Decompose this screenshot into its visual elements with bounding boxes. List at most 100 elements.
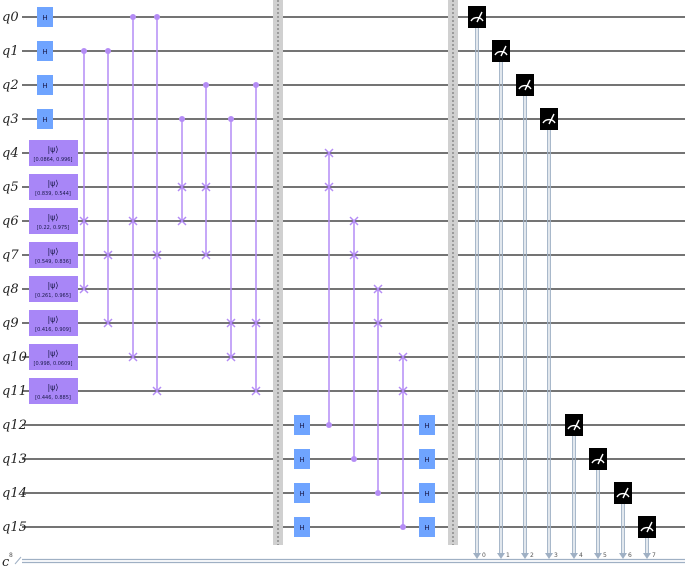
classical-bit-label: 4 [579,552,583,559]
initialize-params: [0.998, 0.0609] [34,361,73,367]
hadamard-gate [419,517,435,537]
hadamard-gate-label: H [424,422,429,430]
hadamard-gate-label: H [299,524,304,532]
qubit-label: q11 [2,384,27,399]
measure-arrow [594,553,602,559]
hadamard-gate [294,517,310,537]
qubit-label: q15 [2,520,27,535]
swap-cross [128,352,138,362]
meter-icon [616,492,630,498]
initialize-gate [29,378,78,404]
hadamard-gate [294,449,310,469]
classical-bit-label: 7 [652,552,656,559]
control-dot [154,14,160,20]
initialize-symbol: |ψ⟩ [47,349,58,358]
qubit-label: q13 [2,452,27,467]
swap-cross [349,216,359,226]
measure-arrow [619,553,627,559]
qubit-label: q6 [2,214,19,229]
control-dot [203,82,209,88]
qubit-label: q1 [2,44,19,59]
swap-cross [177,182,187,192]
initialize-gate [29,276,78,302]
swap-cross [152,250,162,260]
control-dot [105,48,111,54]
initialize-symbol: |ψ⟩ [47,315,58,324]
hadamard-gate [294,415,310,435]
swap-cross [201,182,211,192]
classical-bit-label: 2 [530,552,534,559]
control-dot [400,524,406,530]
classical-register-size: 8 [9,552,13,559]
initialize-params: [0.261, 0.965] [35,293,71,299]
meter-icon [542,118,556,124]
classical-bit-label: 5 [603,552,607,559]
swap-cross [201,250,211,260]
meter-needle [573,419,580,431]
control-dot [375,490,381,496]
initialize-symbol: |ψ⟩ [47,179,58,188]
classical-bit-label: 0 [482,552,486,559]
hadamard-gate-label: H [424,490,429,498]
classical-bit-label: 6 [628,552,632,559]
qubit-label: q2 [2,78,19,93]
initialize-symbol: |ψ⟩ [47,247,58,256]
classical-register-label: c [2,555,10,568]
control-dot [253,82,259,88]
hadamard-gate [37,7,53,27]
meter-needle [622,487,629,499]
initialize-params: [0.446, 0.885] [35,395,71,401]
hadamard-gate-label: H [42,48,47,56]
hadamard-gate [419,483,435,503]
measure-arrow [473,553,481,559]
meter-needle [548,113,555,125]
measure-arrow [497,553,505,559]
meter-icon [518,84,532,90]
qubit-label: q9 [2,316,19,331]
meter-needle [476,11,483,23]
meter-icon [567,424,581,430]
hadamard-gate-label: H [299,490,304,498]
control-dot [351,456,357,462]
swap-cross [177,216,187,226]
initialize-symbol: |ψ⟩ [47,281,58,290]
swap-cross [79,216,89,226]
control-dot [228,116,234,122]
initialize-gate [29,208,78,234]
bus-slash [14,556,22,565]
initialize-params: [0.839, 0.544] [35,191,71,197]
initialize-symbol: |ψ⟩ [47,145,58,154]
initialize-gate [29,242,78,268]
control-dot [130,14,136,20]
swap-cross [398,386,408,396]
swap-cross [152,386,162,396]
meter-needle [597,453,604,465]
initialize-gate [29,310,78,336]
measure-arrow [545,553,553,559]
initialize-symbol: |ψ⟩ [47,213,58,222]
qubit-label: q14 [2,486,27,501]
swap-cross [373,318,383,328]
hadamard-gate-label: H [299,456,304,464]
qubit-label: q8 [2,282,19,297]
qubit-label: q10 [2,350,27,365]
meter-needle [524,79,531,91]
meter-needle [500,45,507,57]
hadamard-gate [419,415,435,435]
swap-cross [324,148,334,158]
hadamard-gate [294,483,310,503]
swap-cross [398,352,408,362]
swap-cross [226,352,236,362]
measure-arrow [521,553,529,559]
swap-cross [103,250,113,260]
measure-arrow [570,553,578,559]
meter-icon [494,50,508,56]
hadamard-gate [37,109,53,129]
initialize-gate [29,344,78,370]
measure-arrow [643,553,651,559]
initialize-symbol: |ψ⟩ [47,383,58,392]
initialize-params: [0.22, 0.975] [37,225,70,231]
meter-needle [646,521,653,533]
qubit-label: q4 [2,146,19,161]
